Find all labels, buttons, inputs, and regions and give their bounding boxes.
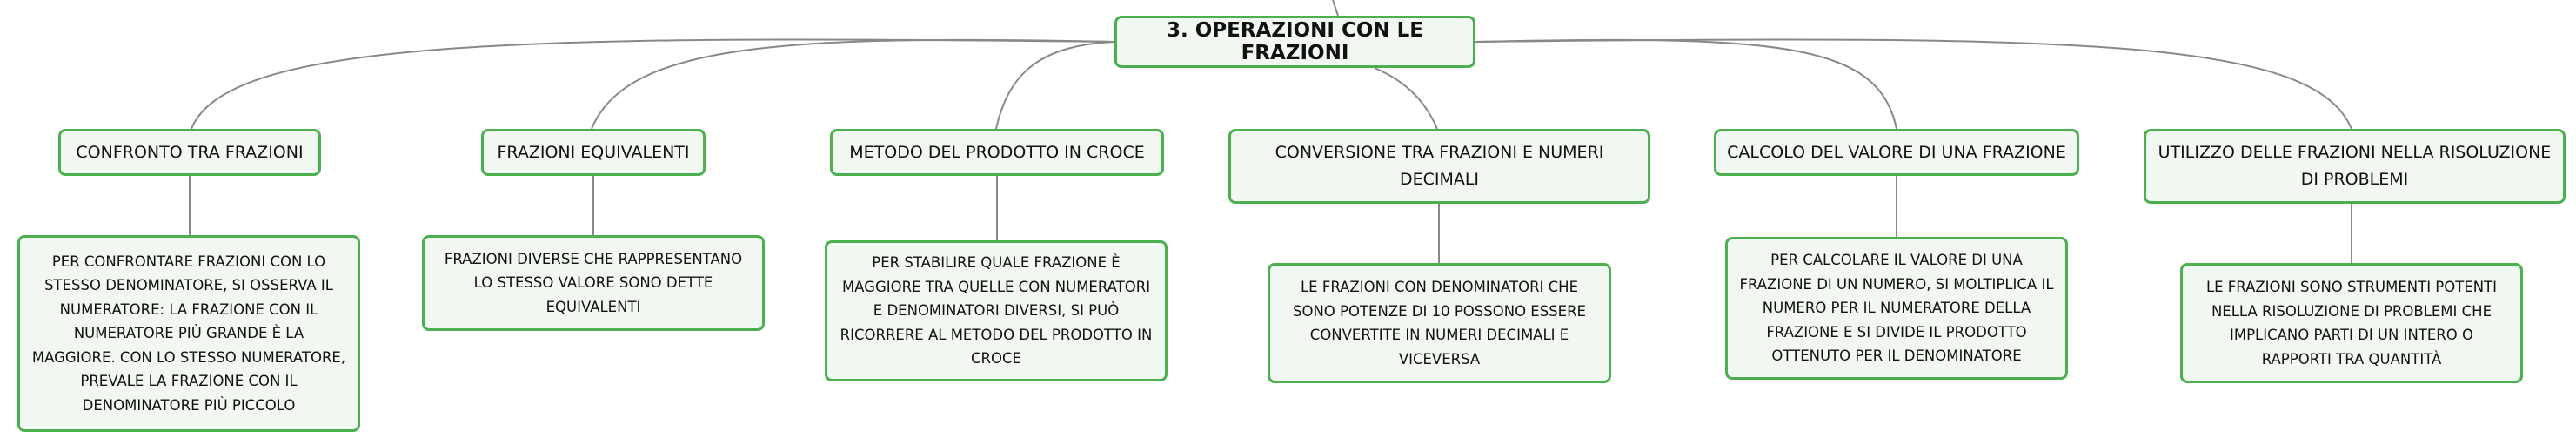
connector-root-topic-3 xyxy=(995,41,1115,130)
detail-conversione-frazioni-decimali[interactable]: LE FRAZIONI CON DENOMINATORI CHE SONO PO… xyxy=(1268,263,1611,383)
parent-connector xyxy=(1332,0,1339,17)
topic-label: UTILIZZO DELLE FRAZIONI NELLA RISOLUZION… xyxy=(2158,143,2552,189)
detail-metodo-del-prodotto-in-croce[interactable]: PER STABILIRE QUALE FRAZIONE È MAGGIORE … xyxy=(825,240,1168,381)
topic-label: METODO DEL PRODOTTO IN CROCE xyxy=(849,142,1145,162)
topic-metodo-del-prodotto-in-croce[interactable]: METODO DEL PRODOTTO IN CROCE xyxy=(830,129,1164,176)
central-topic[interactable]: 3. OPERAZIONI CON LE FRAZIONI xyxy=(1114,16,1475,68)
topic-confronto-tra-frazioni[interactable]: CONFRONTO TRA FRAZIONI xyxy=(58,129,321,176)
detail-text: FRAZIONI DIVERSE CHE RAPPRESENTANO LO ST… xyxy=(444,250,743,315)
central-topic-label: 3. OPERAZIONI CON LE FRAZIONI xyxy=(1166,19,1424,64)
connector-root-topic-4 xyxy=(1374,67,1438,130)
detail-frazioni-equivalenti[interactable]: FRAZIONI DIVERSE CHE RAPPRESENTANO LO ST… xyxy=(422,235,765,331)
detail-calcolo-valore-frazione[interactable]: PER CALCOLARE IL VALORE DI UNA FRAZIONE … xyxy=(1725,237,2068,380)
detail-utilizzo-frazioni-problemi[interactable]: LE FRAZIONI SONO STRUMENTI POTENTI NELLA… xyxy=(2180,263,2523,383)
topic-conversione-frazioni-decimali[interactable]: CONVERSIONE TRA FRAZIONI E NUMERI DECIMA… xyxy=(1228,129,1650,204)
topic-label: CONFRONTO TRA FRAZIONI xyxy=(76,142,304,162)
topic-label: CALCOLO DEL VALORE DI UNA FRAZIONE xyxy=(1727,142,2066,162)
topic-utilizzo-frazioni-problemi[interactable]: UTILIZZO DELLE FRAZIONI NELLA RISOLUZION… xyxy=(2144,129,2566,204)
connector-root-topic-5 xyxy=(1475,38,1897,130)
topic-calcolo-valore-frazione[interactable]: CALCOLO DEL VALORE DI UNA FRAZIONE xyxy=(1714,129,2079,176)
detail-text: PER CALCOLARE IL VALORE DI UNA FRAZIONE … xyxy=(1739,252,2054,365)
detail-text: LE FRAZIONI CON DENOMINATORI CHE SONO PO… xyxy=(1293,279,1586,367)
detail-text: PER STABILIRE QUALE FRAZIONE È MAGGIORE … xyxy=(840,254,1153,367)
topic-frazioni-equivalenti[interactable]: FRAZIONI EQUIVALENTI xyxy=(481,129,706,176)
topic-label: CONVERSIONE TRA FRAZIONI E NUMERI DECIMA… xyxy=(1275,143,1604,189)
connector-root-topic-6 xyxy=(1475,38,2352,130)
connector-root-topic-2 xyxy=(591,38,1115,130)
detail-text: PER CONFRONTARE FRAZIONI CON LO STESSO D… xyxy=(31,253,346,414)
connector-root-topic-1 xyxy=(191,38,1115,130)
topic-label: FRAZIONI EQUIVALENTI xyxy=(497,142,690,162)
detail-text: LE FRAZIONI SONO STRUMENTI POTENTI NELLA… xyxy=(2205,279,2498,367)
detail-confronto-tra-frazioni[interactable]: PER CONFRONTARE FRAZIONI CON LO STESSO D… xyxy=(17,235,360,432)
